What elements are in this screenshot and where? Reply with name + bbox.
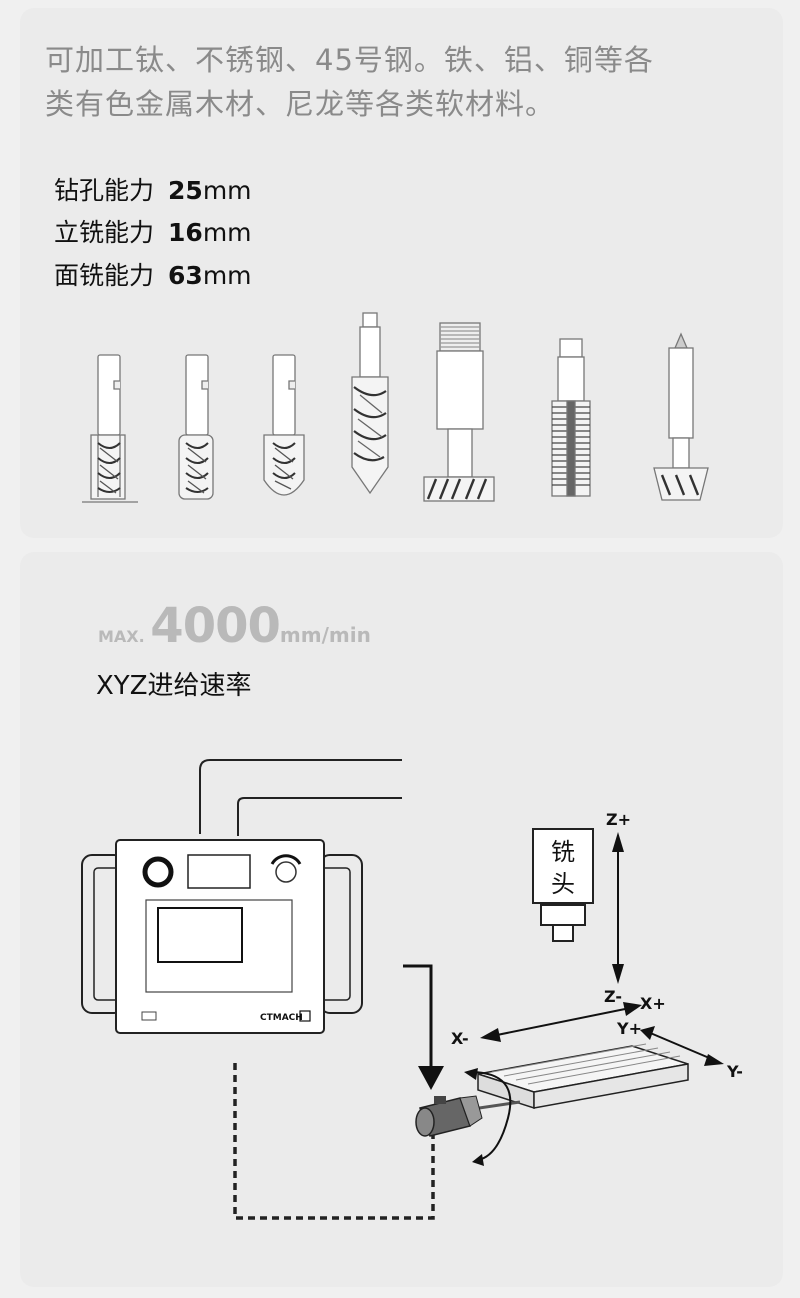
axis-z-plus: Z+ xyxy=(606,810,631,829)
motor-cable xyxy=(233,1063,435,1220)
spec-label: 钻孔能力 xyxy=(54,176,155,205)
t-slot-cutter-icon xyxy=(423,322,495,502)
servo-motor xyxy=(415,1095,483,1137)
controller-unit: CTMACH xyxy=(81,839,363,1034)
spec-label: 立铣能力 xyxy=(54,218,155,247)
control-panel-screen xyxy=(157,907,243,963)
spec-face-milling: 面铣能力 63mm xyxy=(54,256,252,292)
power-knob-icon xyxy=(142,856,174,888)
spec-value: 16 xyxy=(168,218,203,247)
max-prefix: MAX. xyxy=(98,627,145,646)
spec-label: 面铣能力 xyxy=(54,261,155,290)
spindle-label-2: 头 xyxy=(551,870,575,898)
dovetail-cutter-icon xyxy=(653,332,709,501)
tap-icon xyxy=(551,338,591,497)
materials-card: 可加工钛、不锈钢、45号钢。铁、铝、铜等各 类有色金属木材、尼龙等各类软材料。 … xyxy=(20,8,783,538)
cutting-tools-illustration xyxy=(82,312,709,503)
spec-unit: mm xyxy=(202,218,252,247)
spec-unit: mm xyxy=(202,261,252,290)
feed-rate-label: XYZ进给速率 xyxy=(96,671,252,701)
worktable xyxy=(477,1043,689,1110)
speed-dial-icon xyxy=(275,861,297,883)
display-window xyxy=(187,854,251,889)
materials-description: 可加工钛、不锈钢、45号钢。铁、铝、铜等各 类有色金属木材、尼龙等各类软材料。 xyxy=(45,38,765,126)
end-mill-icon xyxy=(178,354,214,500)
materials-line-2: 类有色金属木材、尼龙等各类软材料。 xyxy=(45,87,556,121)
spindle-head: 铣 头 xyxy=(532,828,594,942)
controller-brand: CTMACH xyxy=(260,1013,303,1023)
axis-y-plus: Y+ xyxy=(616,1019,642,1038)
spindle-label-1: 铣 xyxy=(551,838,575,866)
spec-value: 63 xyxy=(168,261,203,290)
axis-z-minus: Z- xyxy=(604,987,622,1006)
ball-end-mill-icon xyxy=(263,354,305,496)
drill-bit-icon xyxy=(351,312,389,495)
axis-x-plus: X+ xyxy=(640,994,666,1013)
rotation-arrow-icon xyxy=(469,1071,512,1161)
max-feed-rate: MAX. 4000mm/min xyxy=(98,598,371,654)
spec-end-milling: 立铣能力 16mm xyxy=(54,213,252,249)
spec-value: 25 xyxy=(168,176,203,205)
spec-drilling: 钻孔能力 25mm xyxy=(54,171,252,207)
max-unit: mm/min xyxy=(279,623,371,647)
end-mill-icon xyxy=(82,354,138,503)
feed-arrow-icon xyxy=(418,1066,444,1090)
materials-line-1: 可加工钛、不锈钢、45号钢。铁、铝、铜等各 xyxy=(45,43,654,77)
axis-x-minus: X- xyxy=(451,1029,469,1048)
axis-y-minus: Y- xyxy=(726,1062,743,1081)
spec-unit: mm xyxy=(202,176,252,205)
max-value: 4000 xyxy=(150,598,281,654)
feed-rate-card: MAX. 4000mm/min XYZ进给速率 CTMACH xyxy=(20,552,783,1287)
axis-control-diagram: CTMACH 铣 头 Z+ Z- X- X+ Y+ xyxy=(81,759,743,1220)
